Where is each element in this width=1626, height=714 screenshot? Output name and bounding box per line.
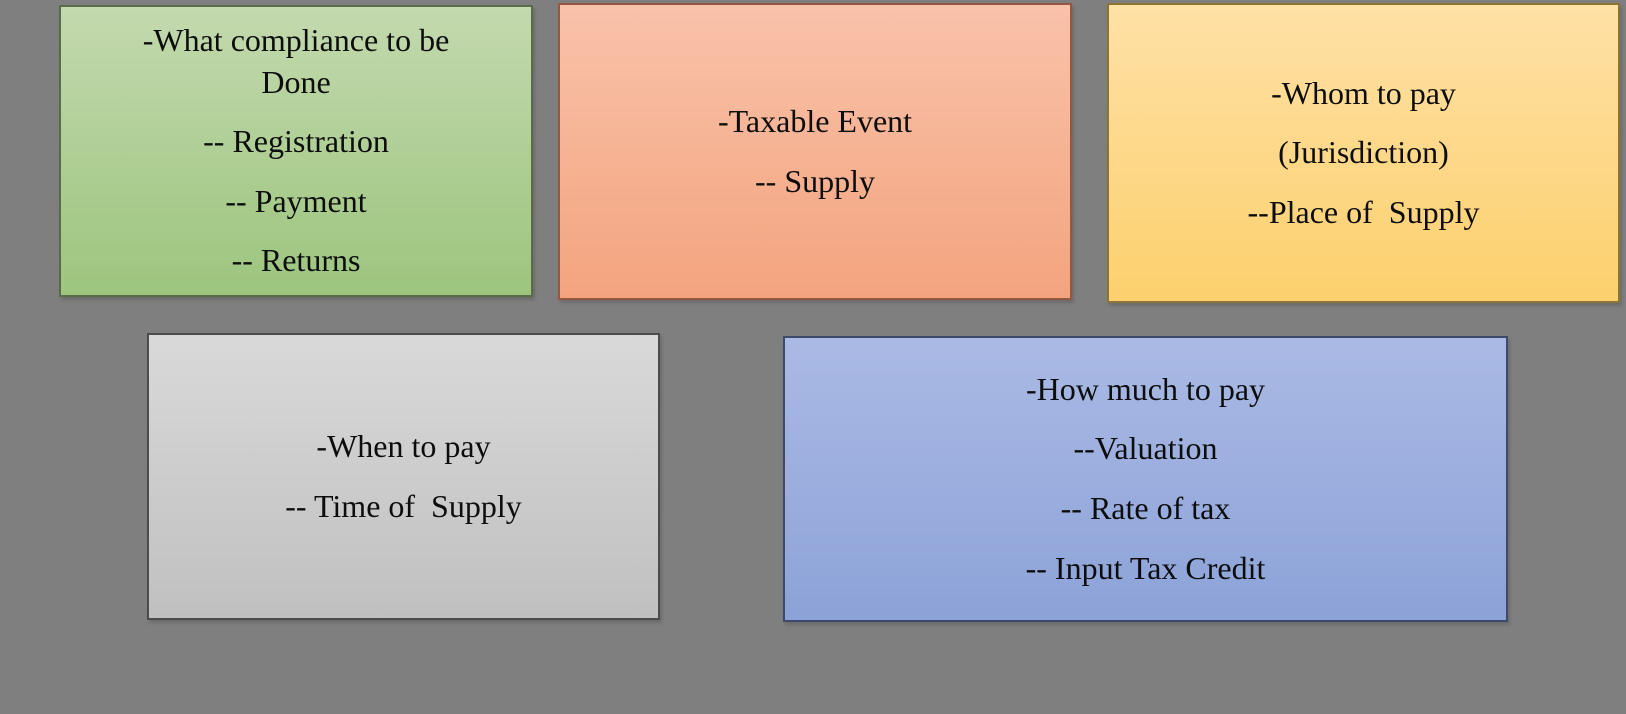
box-what-compliance: -What compliance to be Done -- Registrat… [59, 5, 533, 297]
box-line: -- Time of Supply [285, 487, 522, 524]
box-line: -- Payment [225, 182, 367, 219]
box-taxable-event: -Taxable Event -- Supply [558, 3, 1072, 300]
box-when-to-pay: -When to pay -- Time of Supply [147, 333, 660, 620]
box-line: (Jurisdiction) [1278, 134, 1449, 171]
box-line: -Taxable Event [717, 102, 913, 139]
box-whom-to-pay: -Whom to pay (Jurisdiction) --Place of S… [1107, 3, 1620, 303]
box-line: -- Supply [755, 162, 875, 199]
box-line: -- Returns [231, 242, 361, 279]
box-line: -Whom to pay [1271, 74, 1456, 111]
box-line: -How much to pay [1025, 370, 1266, 407]
box-line: -- Registration [203, 123, 389, 160]
box-line: -What compliance to be Done [142, 22, 450, 100]
box-line: -When to pay [316, 427, 491, 464]
box-line: --Valuation [1073, 430, 1218, 467]
box-line: --Place of Supply [1247, 193, 1480, 230]
box-line: -- Input Tax Credit [1025, 549, 1266, 586]
box-how-much-to-pay: -How much to pay --Valuation -- Rate of … [783, 336, 1508, 622]
box-line: -- Rate of tax [1060, 490, 1231, 526]
